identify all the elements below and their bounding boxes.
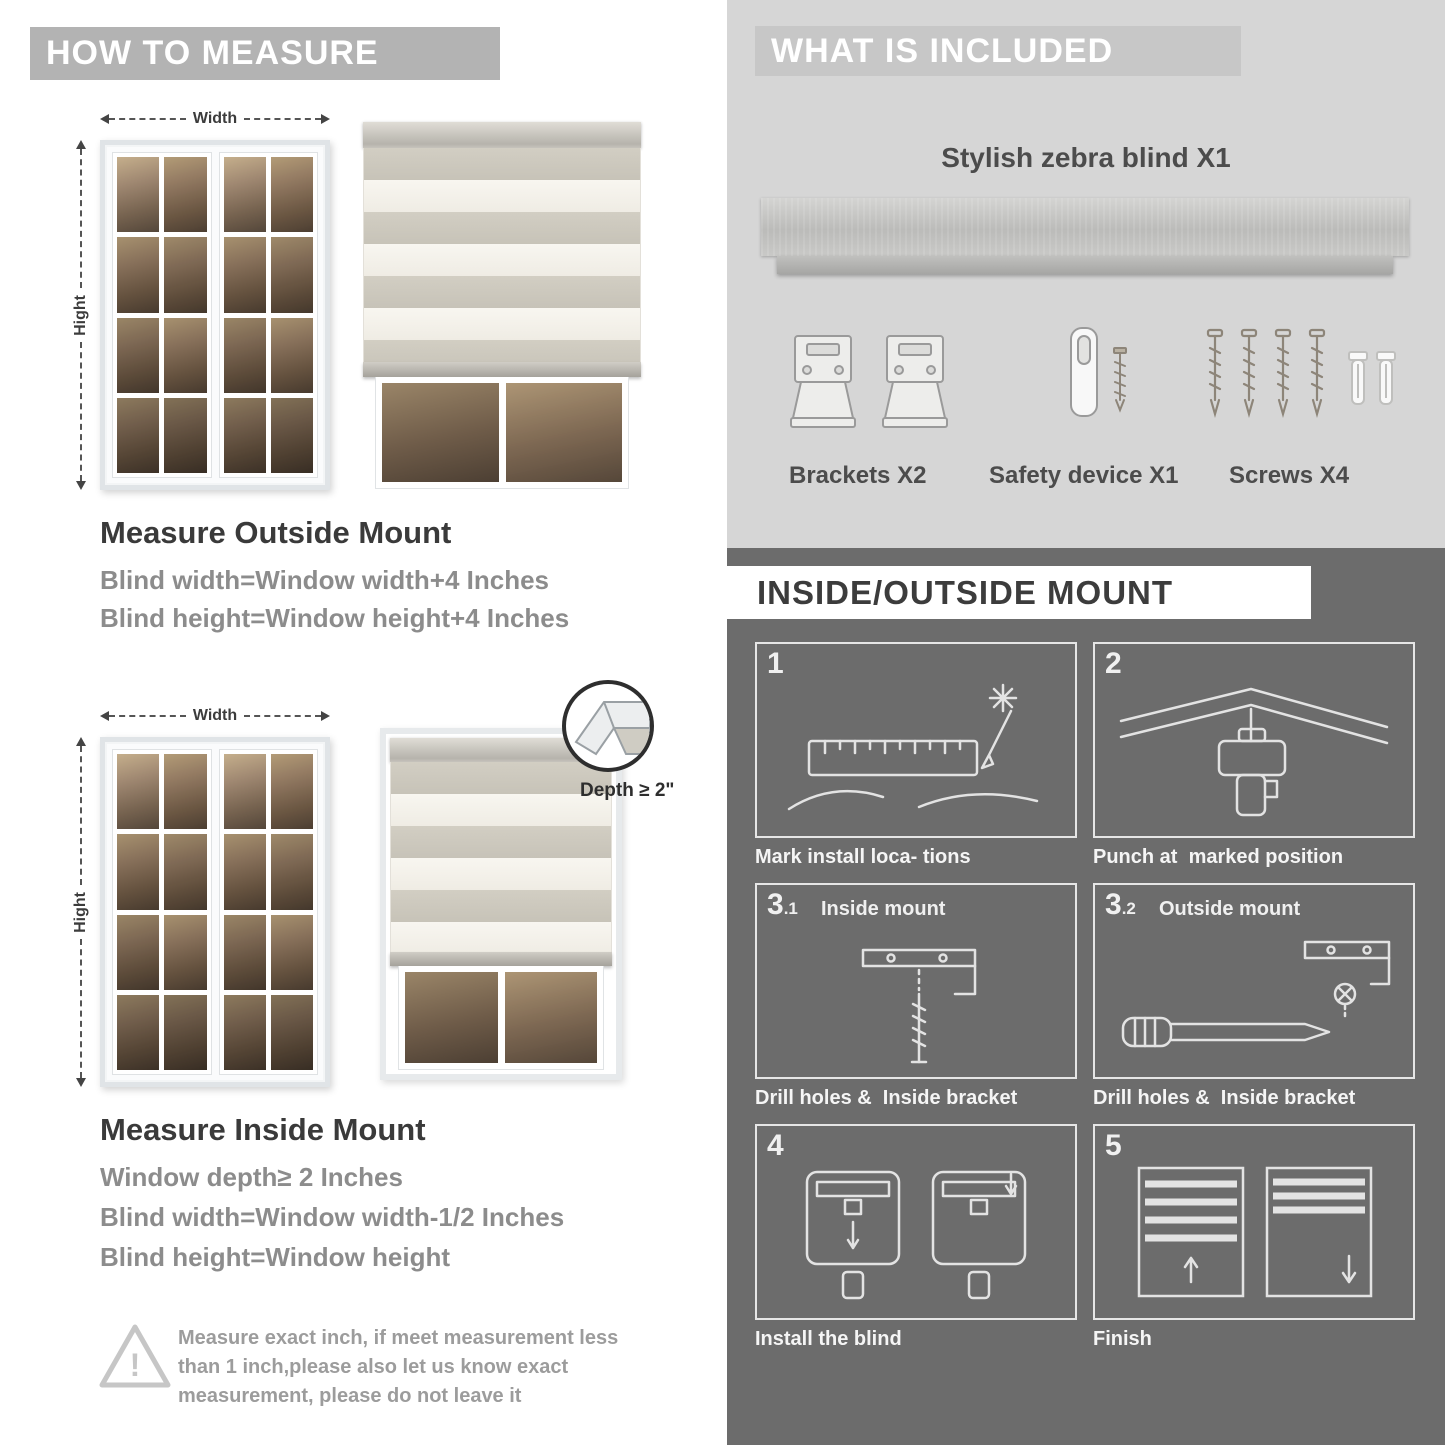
blind-zebra-stripes	[363, 148, 641, 362]
step-number: 3.2	[1105, 888, 1136, 921]
screws-label: Screws X4	[1229, 462, 1350, 489]
inside-mount-formula-height: Blind height=Window height	[100, 1242, 450, 1272]
mount-step-1: 1 Mark install loca- tions	[755, 642, 1077, 869]
arrow-up-icon	[76, 140, 86, 149]
measurement-warning-text: Measure exact inch, if meet measurement …	[178, 1327, 619, 1407]
inside-outside-mount-header: INSIDE/OUTSIDE MOUNT	[727, 566, 1311, 619]
width-label: Width	[192, 707, 238, 724]
safety-device-icon	[1070, 327, 1127, 417]
arrow-left-icon	[100, 711, 109, 721]
step-caption: Mark install loca- tions	[755, 846, 971, 868]
step-title: Inside mount	[821, 898, 946, 920]
height-dimension-arrow: Hight	[70, 737, 92, 1087]
step-panel: 4	[755, 1124, 1077, 1320]
step-caption: Drill holes & Inside bracket	[755, 1087, 1018, 1109]
mount-step-3-1: 3.1 Inside mount Drill holes & Inside br…	[755, 883, 1077, 1110]
arrow-right-icon	[321, 114, 330, 124]
mount-steps-grid: 1 Mark install loca- tions 2	[755, 642, 1417, 1351]
svg-text:!: !	[130, 1347, 141, 1383]
depth-callout-circle	[562, 680, 654, 772]
step-number: 2	[1105, 647, 1122, 680]
step-number: 1	[767, 647, 784, 680]
step-panel: 3.2 Outside mount	[1093, 883, 1415, 1079]
bracket-icon	[790, 335, 948, 428]
depth-label: Depth ≥ 2"	[580, 780, 675, 801]
blind-zebra-stripes	[390, 762, 612, 952]
step-number: 4	[767, 1129, 784, 1162]
window-illustration-outside	[100, 140, 330, 490]
blind-headrail	[363, 122, 641, 148]
step-title: Outside mount	[1159, 898, 1301, 920]
step-panel: 2	[1093, 642, 1415, 838]
window-behind-blind	[375, 377, 629, 489]
arrow-down-icon	[76, 1078, 86, 1087]
arrow-left-icon	[100, 114, 109, 124]
step-number: 3.1	[767, 888, 798, 921]
outside-mount-formula-height: Blind height=Window height+4 Inches	[100, 603, 570, 633]
step-caption: Install the blind	[755, 1328, 902, 1350]
step-caption: Punch at marked position	[1093, 846, 1344, 868]
step-number: 5	[1105, 1129, 1122, 1162]
bracket-screw-icon	[861, 948, 977, 1064]
width-dimension-arrow: Width	[100, 705, 330, 727]
outside-mount-formula-width: Blind width=Window width+4 Inches	[100, 565, 549, 595]
bracket-screwdriver-icon	[1121, 940, 1391, 1048]
arrow-up-icon	[76, 737, 86, 746]
inside-mount-depth-rule: Window depth≥ 2 Inches	[100, 1162, 403, 1192]
inside-outside-mount-panel: INSIDE/OUTSIDE MOUNT 1 Mark install loca…	[727, 548, 1445, 1445]
warning-triangle-icon: !	[99, 1324, 171, 1388]
mount-step-5: 5 Finish	[1093, 1124, 1415, 1351]
step-caption: Finish	[1093, 1328, 1152, 1350]
inside-mount-heading: Measure Inside Mount	[100, 1112, 426, 1147]
blind-headrail-lip	[777, 256, 1393, 274]
arrow-right-icon	[321, 711, 330, 721]
blind-bottom-rail	[390, 952, 612, 966]
measure-mark-icon	[787, 683, 1039, 810]
blind-headrail-illustration	[761, 198, 1409, 256]
step-panel: 5	[1093, 1124, 1415, 1320]
mount-step-2: 2 Punch at marked position	[1093, 642, 1415, 869]
product-title: Stylish zebra blind X1	[941, 142, 1231, 173]
inside-mount-formula-width: Blind width=Window width-1/2 Inches	[100, 1202, 565, 1232]
drill-icon	[1119, 687, 1389, 816]
zebra-blind-illustration-outside	[363, 122, 641, 489]
how-to-measure-panel: HOW TO MEASURE Width Hight Measure Outsi…	[0, 0, 712, 1445]
arrow-down-icon	[76, 481, 86, 490]
width-dimension-arrow: Width	[100, 108, 330, 130]
step-panel: 1	[755, 642, 1077, 838]
outside-mount-heading: Measure Outside Mount	[100, 515, 452, 550]
install-blind-icon	[805, 1170, 1027, 1299]
what-is-included-panel: WHAT IS INCLUDED Stylish zebra blind X1	[727, 0, 1445, 548]
height-label: Hight	[72, 891, 89, 933]
zebra-blind-illustration-inside	[380, 728, 622, 1080]
mount-step-3-2: 3.2 Outside mount Dril	[1093, 883, 1415, 1110]
window-corner-zoom-icon	[574, 701, 650, 756]
width-label: Width	[192, 110, 238, 127]
how-to-measure-header: HOW TO MEASURE	[30, 27, 500, 80]
blind-bottom-rail	[363, 362, 641, 377]
safety-device-label: Safety device X1	[989, 462, 1179, 489]
finished-blind-icon	[1137, 1166, 1373, 1297]
window-illustration-inside	[100, 737, 330, 1087]
what-is-included-header: WHAT IS INCLUDED	[755, 26, 1241, 76]
mount-step-4: 4 Install the bli	[755, 1124, 1077, 1351]
height-dimension-arrow: Hight	[70, 140, 92, 490]
step-panel: 3.1 Inside mount	[755, 883, 1077, 1079]
screw-icon	[1206, 328, 1396, 419]
height-label: Hight	[72, 294, 89, 336]
window-behind-blind	[398, 966, 604, 1070]
step-caption: Drill holes & Inside bracket	[1093, 1087, 1356, 1109]
brackets-label: Brackets X2	[789, 462, 927, 489]
